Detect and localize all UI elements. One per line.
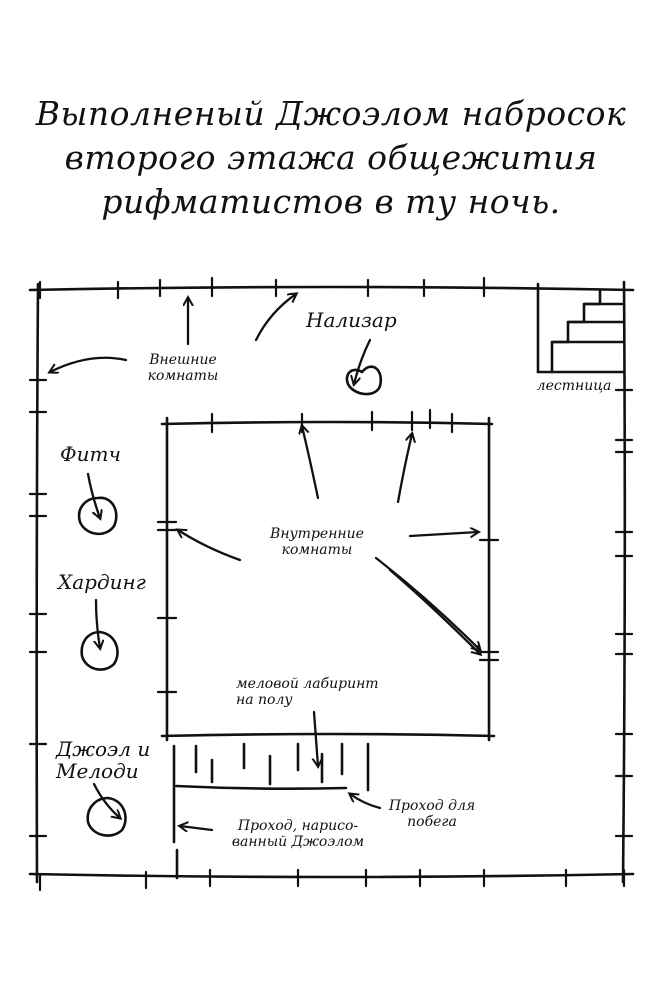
stairs-drawing [536, 282, 626, 374]
outer-wall-bottom [28, 872, 635, 879]
joel-melody-label: Джоэл и Мелоди [56, 738, 150, 782]
nalizar-label: Нализар [306, 308, 397, 332]
outer-wall-left [35, 282, 40, 884]
inner-rooms-label-line-2: комнаты [281, 542, 353, 558]
sketch-title: Выполненый Джоэлом набросок второго этаж… [0, 92, 662, 224]
joel-melody-label-line-1: Джоэл и [56, 737, 151, 761]
outer-wall-top [28, 285, 635, 292]
nalizar-circle [345, 365, 383, 396]
chalk-maze-label: меловой лабиринт на полу [236, 676, 406, 708]
fitch-circle [77, 496, 118, 536]
chalk-maze-label-line-1: меловой лабиринт [236, 676, 379, 692]
title-line-3: рифматистов в ту ночь. [101, 182, 561, 221]
title-line-1: Выполненый Джоэлом набросок [35, 94, 627, 133]
escape-passage-label-line-1: Проход для [388, 798, 476, 814]
inner-wall-bottom [160, 732, 496, 738]
chalk-maze-drawing [172, 742, 370, 880]
escape-passage-label-line-2: побега [407, 814, 457, 830]
harding-circle [80, 630, 119, 671]
stairs-label: лестница [536, 378, 612, 394]
door-marks [28, 276, 634, 892]
drawn-passage-label-line-2: ванный Джоэлом [231, 834, 365, 850]
drawn-passage-label: Проход, нарисо- ванный Джоэлом [216, 818, 380, 850]
inner-rooms-label: Внутренние комнаты [252, 526, 382, 558]
chalk-maze-label-line-2: на полу [236, 692, 293, 708]
title-line-2: второго этажа общежития [64, 138, 598, 177]
outer-rooms-label-line-2: комнаты [147, 368, 219, 384]
fitch-label: Фитч [60, 442, 121, 466]
inner-rooms-label-line-1: Внутренние [270, 526, 364, 542]
joel-melody-label-line-2: Мелоди [56, 759, 139, 783]
escape-passage-label: Проход для побега [384, 798, 480, 830]
outer-wall-right [621, 280, 627, 884]
joel-melody-circle [86, 796, 127, 837]
outer-rooms-label-line-1: Внешние [149, 352, 217, 368]
outer-rooms-label: Внешние комнаты [128, 352, 238, 384]
drawn-passage-label-line-1: Проход, нарисо- [237, 818, 359, 834]
inner-wall-top [160, 420, 494, 426]
arrows [50, 294, 480, 830]
harding-label: Хардинг [58, 570, 146, 594]
